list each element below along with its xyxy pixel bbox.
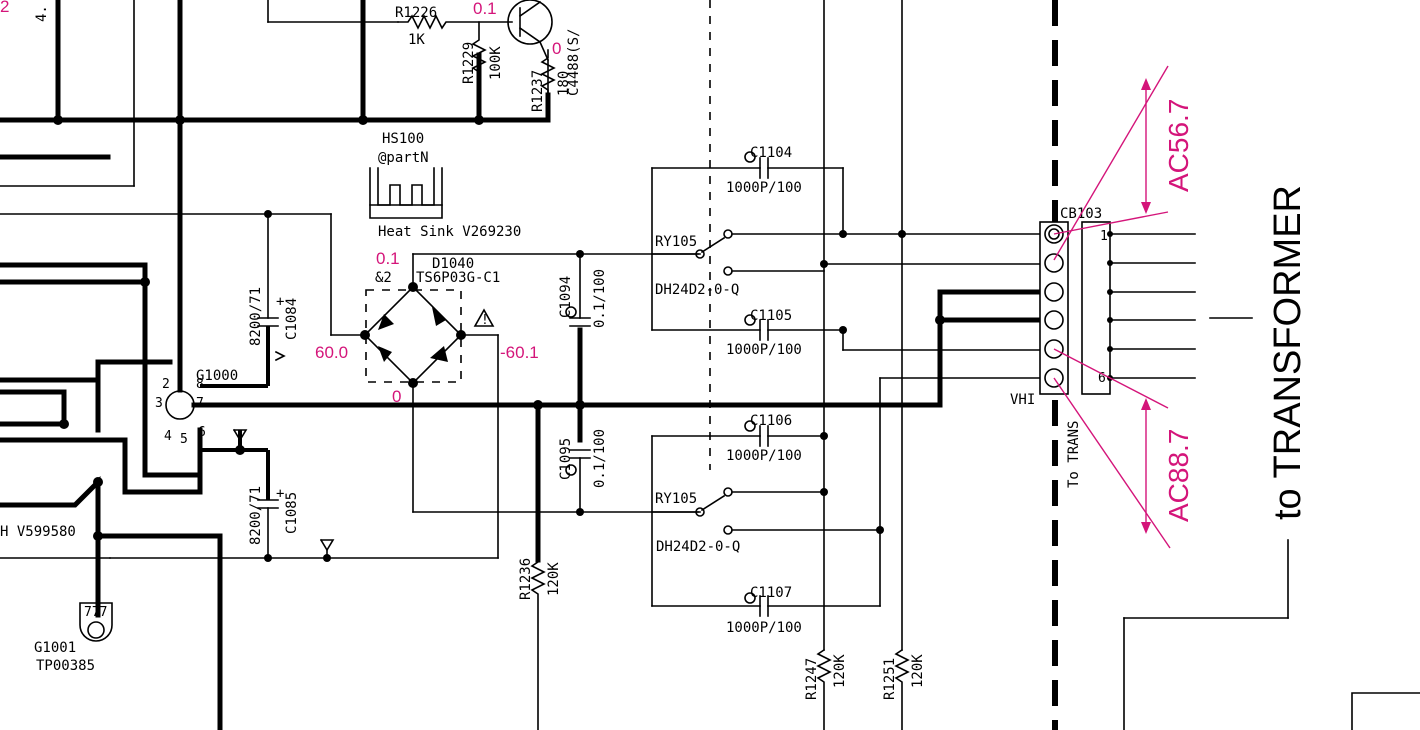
to-transformer-label: to TRANSFORMER: [1267, 185, 1309, 520]
r1236-value: 120K: [546, 562, 562, 596]
c1105-value: 1000P/100: [726, 342, 802, 358]
g1001-label: G1001: [34, 640, 76, 656]
d1040-amp: &2: [375, 270, 392, 286]
g1000-label: G1000: [196, 368, 238, 384]
to-trans-label: To TRANS: [1066, 421, 1082, 488]
resistor-r1237: R1237 180: [530, 49, 572, 112]
c1104-value: 1000P/100: [726, 180, 802, 196]
ac-top-value: AC56.7: [1163, 99, 1194, 192]
ac-annotation-top: AC56.7: [1053, 65, 1194, 261]
resistor-r1226: R1226 1K: [395, 5, 513, 48]
c1084-value: 8200/71: [248, 287, 264, 346]
g1001-mark: 777: [84, 605, 107, 620]
capacitor-c1095: C1095 0.1/100: [558, 429, 608, 516]
tp00385-label: TP00385: [36, 658, 95, 674]
g1000-pin6: 6: [198, 425, 206, 440]
r1229-label: R1229: [461, 42, 477, 84]
c1106-value: 1000P/100: [726, 448, 802, 464]
dh-b-label: DH24D2-0-Q: [656, 539, 740, 555]
voltage-q-emit: 0: [552, 39, 561, 58]
r1226-value: 1K: [408, 32, 425, 48]
heat-sink-hs100: HS100 @partN Heat Sink V269230: [369, 131, 521, 240]
g1000-pin8: 8: [196, 377, 204, 392]
c1094-value: 0.1/100: [592, 269, 608, 328]
c1085-label: C1085: [284, 492, 300, 534]
transistor-part: C4488(S/: [566, 29, 582, 96]
left-wiring: [0, 0, 551, 730]
r1247-value: 120K: [832, 654, 848, 688]
voltage-bridge-top: 0.1: [376, 249, 400, 268]
resistor-r1247: R1247 120K: [804, 648, 848, 730]
r1237-value: 180: [556, 71, 572, 96]
dh-a-label: DH24D2-0-Q: [655, 282, 739, 298]
voltage-bridge-left: 60.0: [315, 343, 348, 362]
bridge-d1040: D1040 TS6P03G-C1 &2 !: [360, 256, 500, 388]
capacitor-c1085: 8200/71 C1085 +: [200, 428, 300, 562]
c1104-label: C1104: [750, 145, 792, 161]
c1085-value: 8200/71: [248, 486, 264, 545]
voltage-bridge-right: -60.1: [500, 343, 539, 362]
c1084-label: C1084: [284, 298, 300, 340]
r1247-label: R1247: [804, 658, 820, 700]
capacitor-c1094: C1094 0.1/100: [558, 250, 608, 328]
relay-block-top: C1104 1000P/100 RY105 DH24D2-0-Q C1105 1…: [651, 145, 1041, 358]
ry105-b-label: RY105: [655, 491, 697, 507]
c1107-label: C1107: [750, 585, 792, 601]
r1226-label: R1226: [395, 5, 437, 21]
c1105-label: C1105: [750, 308, 792, 324]
d1040-label: D1040: [432, 256, 474, 272]
top-left-fragment-a: 2: [0, 0, 9, 16]
connector-cb103: CB103 VHI To TRANS 1 6: [1010, 206, 1196, 488]
g1000-pin2: 2: [162, 377, 170, 392]
r1251-label: R1251: [882, 658, 898, 700]
c1095-label: C1095: [558, 438, 574, 480]
v599580-label: H V599580: [0, 524, 76, 540]
g1000-pin3: 3: [155, 396, 163, 411]
testpoint-g1001: 777 G1001 TP00385: [34, 602, 113, 674]
heat-sink-label: Heat Sink V269230: [378, 224, 521, 240]
hs100-part: @partN: [378, 150, 429, 166]
r1237-label: R1237: [530, 70, 546, 112]
hs100-label: HS100: [382, 131, 424, 147]
capacitor-c1084: 8200/71 C1084 +: [200, 210, 300, 388]
relay-block-bottom: C1106 1000P/100 RY105 DH24D2-0-Q C1107 1…: [651, 413, 884, 636]
ac-bottom-value: AC88.7: [1163, 429, 1194, 522]
resistor-r1229: R1229 100K: [461, 21, 504, 84]
c1084-plus: +: [276, 294, 284, 310]
r1229-value: 100K: [488, 46, 504, 80]
r1251-value: 120K: [910, 654, 926, 688]
c1095-value: 0.1/100: [592, 429, 608, 488]
voltage-bridge-bottom: 0: [392, 387, 401, 406]
cb103-pin6: 6: [1098, 371, 1106, 386]
g1000-pin5: 5: [180, 432, 188, 447]
ac-annotation-bottom: AC88.7: [1053, 348, 1194, 549]
top-left-fragment-b: 4.: [34, 5, 50, 22]
d1040-part: TS6P03G-C1: [416, 270, 500, 286]
ry105-a-label: RY105: [655, 234, 697, 250]
g1000-pin4: 4: [164, 429, 172, 444]
warning-icon: !: [481, 313, 489, 328]
c1085-plus: +: [276, 486, 284, 502]
c1107-value: 1000P/100: [726, 620, 802, 636]
vhi-label: VHI: [1010, 392, 1035, 408]
c1106-label: C1106: [750, 413, 792, 429]
r1236-label: R1236: [518, 558, 534, 600]
c1094-label: C1094: [558, 276, 574, 318]
voltage-q-base: 0.1: [473, 0, 497, 18]
resistor-r1236: R1236 120K: [518, 557, 562, 730]
cb103-pin1: 1: [1100, 229, 1108, 244]
resistor-r1251: R1251 120K: [882, 648, 926, 730]
